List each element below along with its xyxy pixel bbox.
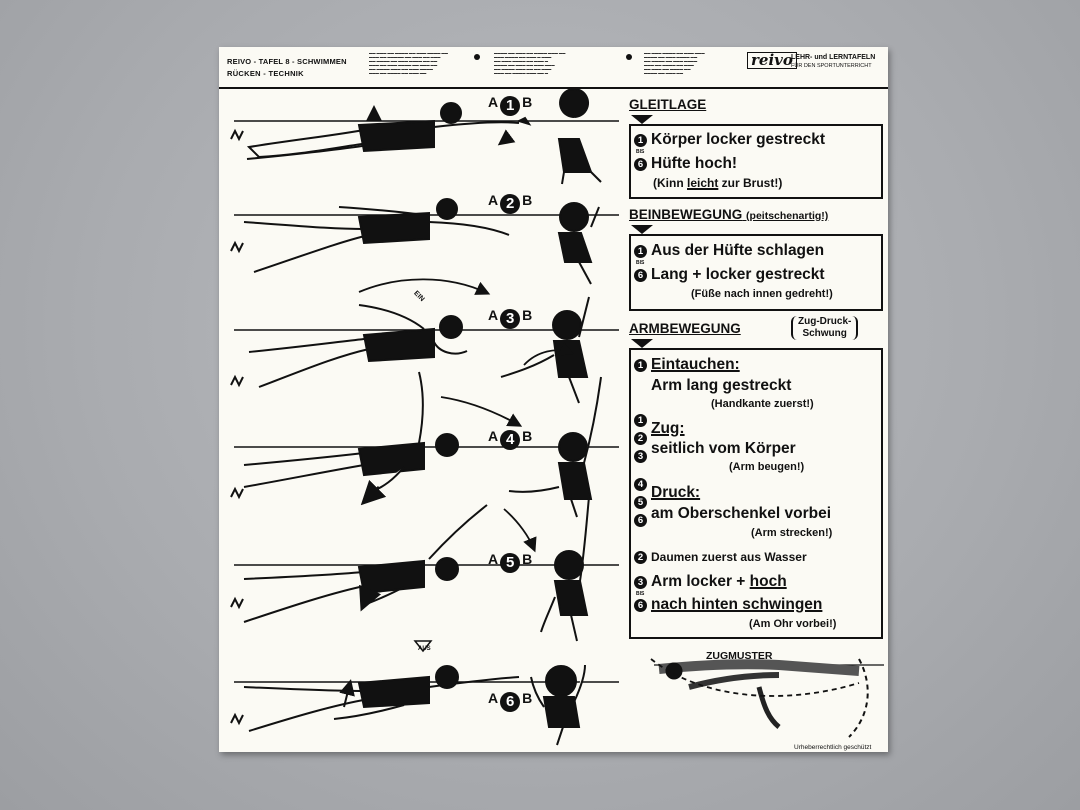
poster-subtitle: RÜCKEN - TECHNIK	[227, 69, 304, 78]
bis-label: BIS	[636, 591, 645, 597]
arrow-down-icon	[631, 225, 653, 234]
eintauchen-note: (Handkante zuerst!)	[711, 398, 814, 410]
druck-text: am Oberschenkel vorbei	[651, 505, 832, 522]
armbewegung-heading: ARMBEWEGUNG	[629, 321, 741, 336]
poster-title: REIVO - TAFEL 8 - SCHWIMMEN	[227, 57, 347, 66]
zug-heading: Zug:	[651, 420, 685, 437]
poster-header: REIVO - TAFEL 8 - SCHWIMMEN RÜCKEN - TEC…	[219, 47, 888, 89]
swimmer-figure	[243, 496, 590, 642]
dot-marker	[619, 51, 639, 60]
swimmer-figure	[243, 371, 602, 518]
fine-print-list: ▬▬▬▬ ▬▬ ▬▬▬ ▬▬ ▬▬▬▬ ▬▬▬ ▬▬▬▬▬ ▬▬▬▬ ▬▬ ▬▬…	[494, 51, 566, 76]
gleitlage-note: (Kinn leicht zur Brust!)	[653, 176, 783, 190]
fine-print-block: ▬▬ ▬▬▬ ▬▬▬▬ ▬▬ ▬▬▬ ▬▬▬▬▬▬▬ ▬▬ ▬▬▬ ▬▬▬▬ ▬…	[644, 51, 705, 76]
swimmer-figure	[248, 296, 590, 404]
zug-note: (Arm beugen!)	[729, 461, 805, 473]
arrow-down-icon	[631, 339, 653, 348]
aus-mark: AUS	[418, 646, 431, 652]
brand-tagline: LEHR- und LERNTAFELN	[791, 54, 876, 61]
fine-print-block: ▬▬ ▬▬▬ ▬▬ ▬▬▬▬ ▬▬ ▬▬▬ ▬▬▬▬ ▬▬▬▬▬ ▬▬ ▬▬▬▬…	[369, 51, 448, 76]
zug-text: seitlich vom Körper	[651, 440, 796, 457]
eintauchen-text: Arm lang gestreckt	[651, 377, 792, 394]
zugmuster-title: ZUGMUSTER	[706, 650, 773, 662]
gleitlage-heading: GLEITLAGE	[629, 97, 707, 112]
bis-label: BIS	[636, 149, 645, 155]
beinbewegung-heading: BEINBEWEGUNG (peitschenartig!)	[629, 207, 829, 222]
arrow-down-icon	[631, 115, 653, 124]
kick-marks	[230, 128, 244, 726]
dot-marker	[467, 51, 487, 60]
druck-heading: Druck:	[651, 484, 701, 501]
swimmer-figure	[243, 664, 586, 746]
druck-note: (Arm strecken!)	[751, 527, 833, 539]
swimmer-figure	[246, 88, 602, 185]
copyright-note: Urheberrechtlich geschützt	[794, 744, 872, 751]
beinbewegung-note: (Füße nach innen gedreht!)	[691, 288, 833, 300]
zugmuster-diagram	[650, 658, 884, 738]
reivo-logo: reivo	[747, 52, 797, 69]
brand-tagline-sub: FÜR DEN SPORTUNTERRICHT	[791, 63, 872, 69]
swimmer-figure	[243, 198, 600, 285]
schwung-note: (Am Ohr vorbei!)	[749, 618, 837, 630]
poster: REIVO - TAFEL 8 - SCHWIMMEN RÜCKEN - TEC…	[219, 47, 888, 752]
druck-numbers: 456	[634, 475, 648, 529]
armbewegung-heading-note: Zug-Druck-Schwung	[791, 316, 859, 340]
swimmer-illustrations	[230, 88, 884, 746]
zug-numbers: 123	[634, 411, 648, 465]
bis-label: BIS	[636, 260, 645, 266]
